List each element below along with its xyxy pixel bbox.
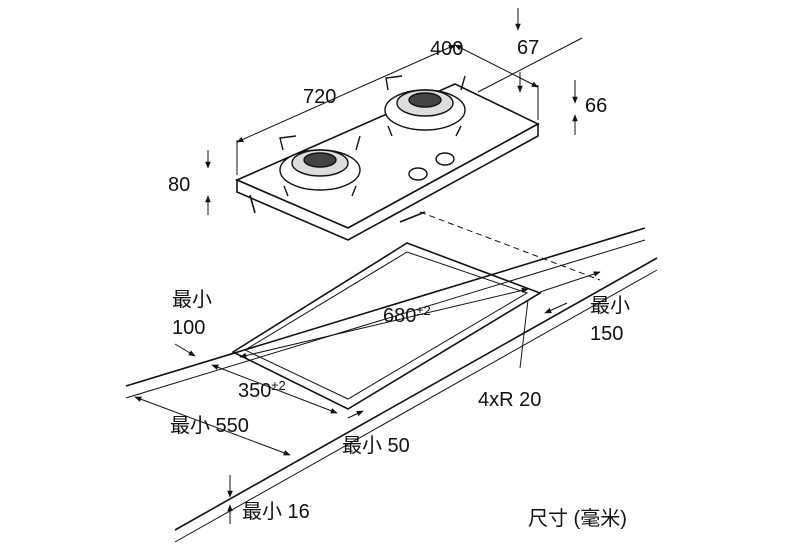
label-front-height: 80 [168, 174, 190, 196]
counter-front-edge [174, 257, 658, 531]
hob [234, 83, 540, 241]
hob-rear-line [399, 211, 426, 223]
dimension-lines [134, 8, 601, 524]
label-left-min-value: 100 [172, 317, 205, 339]
label-cutout-length: 680±2 [383, 303, 431, 327]
label-counter-min: 最小 16 [242, 500, 310, 523]
label-width: 400 [430, 38, 463, 60]
burner-left [279, 135, 361, 197]
control-knobs [408, 152, 455, 181]
countertop [125, 227, 658, 543]
label-length: 720 [303, 86, 336, 108]
label-corner-radius: 4xR 20 [478, 389, 541, 411]
hob-side [236, 122, 539, 241]
label-left-min-word: 最小 [172, 288, 212, 311]
caption: 尺寸 (毫米) [528, 507, 627, 530]
dimension-labels: 720 400 67 66 80 680±2 350±2 4xR 20 最小 1… [168, 37, 630, 530]
label-right-min-value: 150 [590, 323, 623, 345]
label-cutout-width: 350±2 [238, 378, 286, 402]
label-front-min: 最小 550 [170, 414, 249, 437]
label-thickness: 66 [585, 95, 607, 117]
label-front-edge-min: 最小 50 [342, 434, 410, 457]
knob-icon-2 [435, 152, 455, 166]
knob-icon-1 [408, 167, 428, 181]
label-right-min-word: 最小 [590, 294, 630, 317]
hob-foot [249, 194, 256, 214]
counter-front-edge-2 [174, 269, 658, 543]
label-rear-offset: 67 [517, 37, 539, 59]
